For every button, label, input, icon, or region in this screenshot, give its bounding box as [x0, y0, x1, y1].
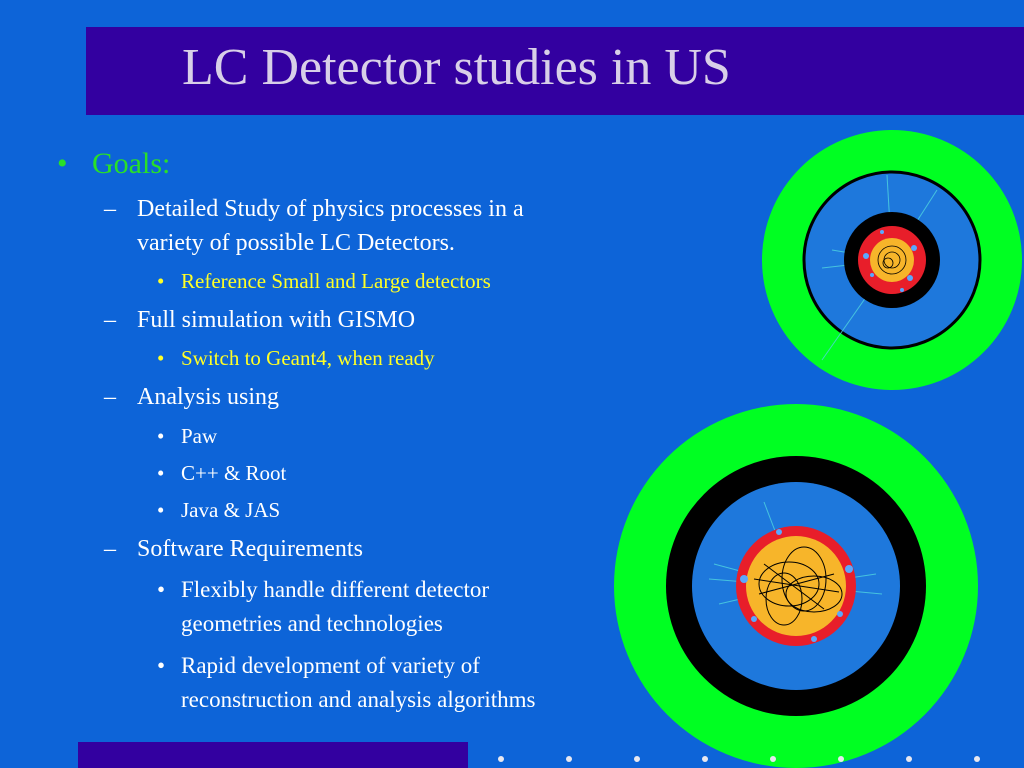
bottom-bar [78, 742, 468, 768]
title-bar [86, 27, 1024, 115]
sub-item-text-cont: geometries and technologies [181, 611, 443, 636]
sub-bullet: • [157, 577, 166, 602]
sub-bullet: • [157, 653, 166, 678]
dash-marker: – [104, 196, 116, 222]
decor-dot [566, 756, 572, 762]
decor-dot [702, 756, 708, 762]
large-detector-image [614, 404, 978, 768]
goals-bullet: • [57, 147, 68, 180]
sub-item-text: Flexibly handle different detector [181, 577, 490, 602]
decor-dot [906, 756, 912, 762]
decor-dot [770, 756, 776, 762]
sub-item-text: Switch to Geant4, when ready [181, 346, 435, 370]
decor-dot [634, 756, 640, 762]
sub-bullet: • [157, 346, 165, 370]
goal-text: Full simulation with GISMO [137, 307, 416, 333]
dash-marker: – [104, 384, 116, 410]
sub-item-text: Reference Small and Large detectors [181, 269, 491, 293]
sub-bullet: • [157, 269, 165, 293]
dash-marker: – [104, 307, 116, 333]
sub-item-text: C++ & Root [181, 461, 287, 485]
sub-item-text: Rapid development of variety of [181, 653, 480, 678]
dash-marker: – [104, 536, 116, 562]
sub-bullet: • [157, 461, 165, 485]
sub-bullet: • [157, 424, 165, 448]
goal-text-line-1: Detailed Study of physics processes in a [137, 196, 524, 222]
decor-dot [838, 756, 844, 762]
sub-item-text: Java & JAS [181, 498, 281, 522]
goal-text: Analysis using [137, 384, 280, 410]
goals-label: Goals: [92, 147, 171, 180]
slide-title: LC Detector studies in US [182, 39, 731, 96]
decor-dot [974, 756, 980, 762]
goal-text: Software Requirements [137, 536, 363, 562]
decor-dot [498, 756, 504, 762]
sub-bullet: • [157, 498, 165, 522]
small-detector-image [762, 130, 1022, 390]
goal-text-line-2: variety of possible LC Detectors. [137, 230, 455, 256]
sub-item-text-cont: reconstruction and analysis algorithms [181, 687, 536, 712]
sub-item-text: Paw [181, 424, 218, 448]
